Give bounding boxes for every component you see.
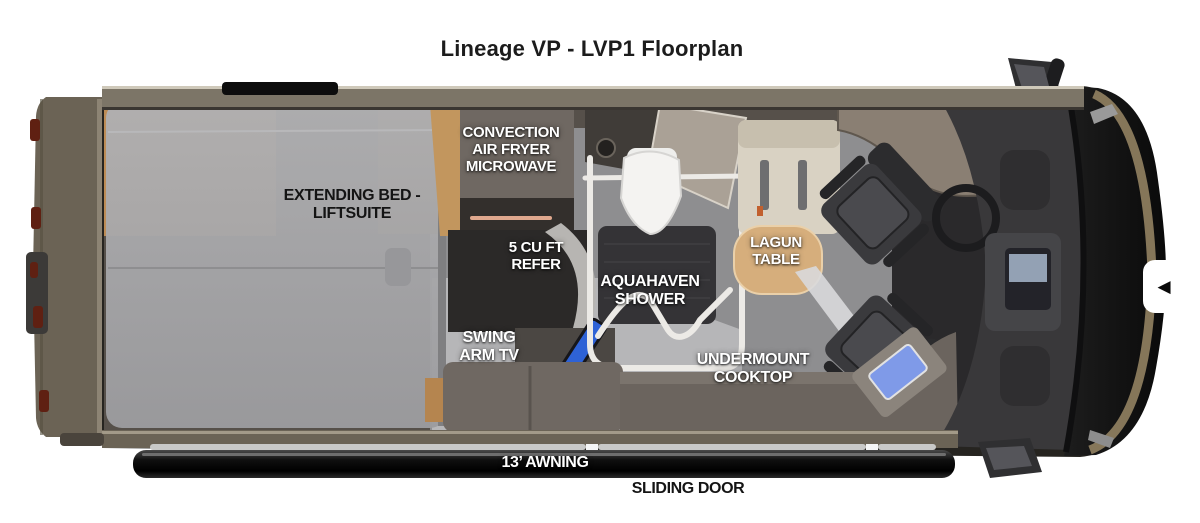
sofa-and-counter bbox=[425, 327, 958, 433]
toilet-icon bbox=[619, 148, 683, 236]
captain-chair-front bbox=[819, 142, 944, 268]
awning-bar bbox=[133, 450, 955, 478]
refrigerator bbox=[448, 223, 596, 333]
bathroom bbox=[582, 102, 749, 371]
sink bbox=[596, 138, 616, 158]
undermount-cooktop bbox=[852, 327, 947, 418]
side-mirror-bottom bbox=[978, 438, 1042, 478]
vehicle-rear bbox=[26, 97, 104, 437]
top-wall bbox=[102, 82, 1084, 110]
steering-wheel bbox=[932, 184, 1000, 252]
cab-dashboard bbox=[932, 92, 1083, 450]
seatbelt bbox=[798, 160, 807, 210]
left-arrow-icon: ◀ bbox=[1157, 277, 1171, 296]
carousel-prev-button[interactable]: ◀ bbox=[1143, 260, 1191, 313]
page-title: Lineage VP - LVP1 Floorplan bbox=[440, 36, 744, 61]
extending-bed bbox=[104, 100, 450, 428]
bottom-sill bbox=[60, 430, 958, 450]
bench-seat bbox=[738, 120, 840, 234]
tail-lights bbox=[30, 119, 49, 412]
seatbelt bbox=[760, 160, 769, 210]
dash-screen bbox=[1009, 254, 1047, 282]
galley-cabinet bbox=[430, 104, 574, 236]
roof-vent bbox=[222, 82, 338, 95]
